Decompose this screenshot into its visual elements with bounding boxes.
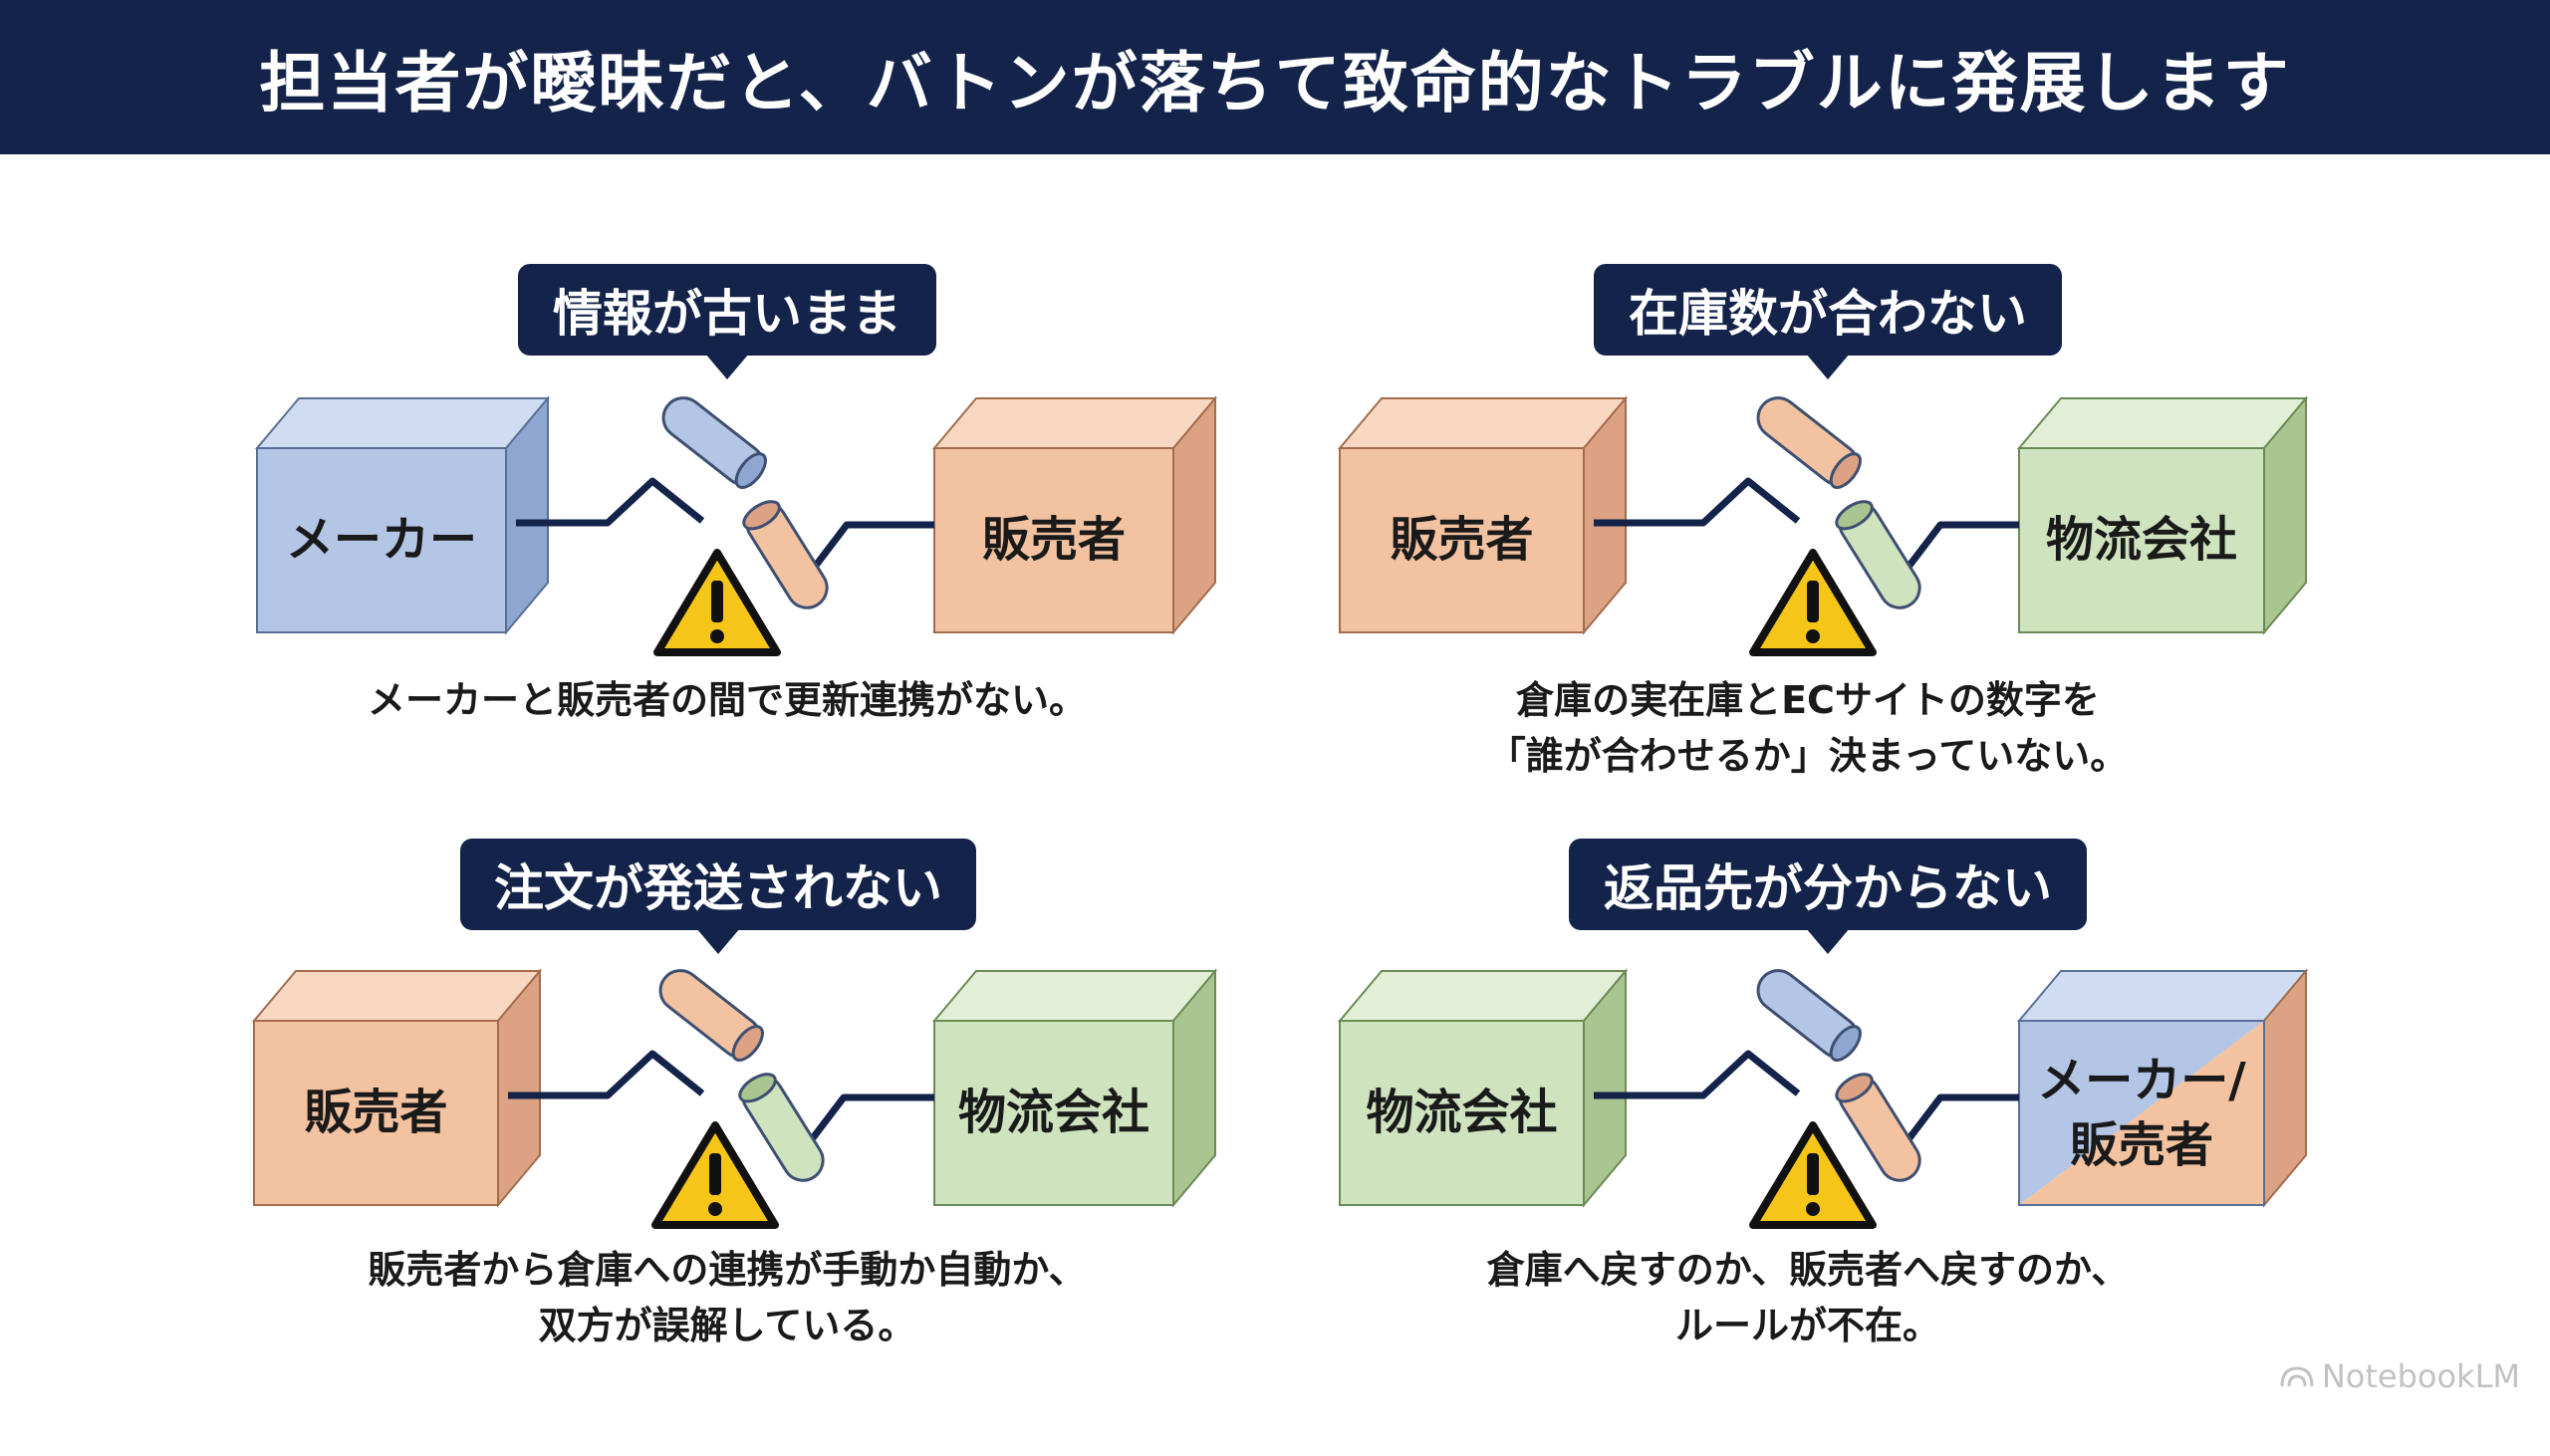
baton-2 (742, 500, 829, 609)
panel-caption: 販売者から倉庫への連携が手動か自動か、 双方が誤解している。 (368, 1248, 1087, 1347)
left-box-label: 物流会社 (1366, 1085, 1558, 1141)
warning-icon (1749, 549, 1877, 656)
callout-label: 在庫数が合わない (1594, 264, 2062, 379)
broken-link-left (516, 477, 705, 527)
left-box (1337, 968, 1629, 1208)
panel-order-not-shipped: 注文が発送されない 販売者 物流会社 販売者から倉庫への連携が手 (179, 839, 1275, 1456)
warning-icon (1749, 1121, 1877, 1229)
baton-1 (1756, 396, 1862, 489)
right-box-split (2016, 968, 2309, 1208)
broken-link-left (1594, 477, 1801, 527)
broken-link-right (806, 1093, 934, 1146)
broken-link-right (809, 521, 934, 574)
right-box-label: 物流会社 (957, 1085, 1149, 1141)
callout-label: 注文が発送されない (460, 839, 976, 954)
right-box-label: 販売者 (981, 512, 1126, 569)
baton-1 (658, 969, 764, 1062)
warning-icon (651, 1121, 779, 1229)
right-box-label: メーカー/ 販売者 (2037, 1052, 2246, 1173)
baton-2 (1835, 500, 1921, 609)
broken-link-right (1903, 1093, 2019, 1146)
right-box-label: 物流会社 (2045, 512, 2237, 569)
callout-label: 返品先が分からない (1569, 839, 2087, 954)
handoff-diagram (251, 968, 1218, 1229)
broken-link-left (1594, 1050, 1801, 1099)
broken-link-right (1903, 521, 2019, 574)
warning-icon (653, 549, 781, 656)
panel-return-destination-unknown: 返品先が分からない 物流会社 メーカー/ (1260, 839, 2356, 1456)
panel-outdated-info: 情報が古いまま メーカー 販売者 メーカーと販売者の間で更新連携 (179, 264, 1275, 881)
panel-caption: 倉庫の実在庫とECサイトの数字を 「誰が合わせるか」決まっていない。 (1487, 678, 2129, 778)
left-box-label: 販売者 (304, 1085, 448, 1141)
right-box (931, 968, 1218, 1208)
watermark: NotebookLM (2280, 1357, 2520, 1395)
handoff-diagram (1337, 395, 2309, 656)
baton-1 (1756, 969, 1862, 1062)
panel-inventory-mismatch: 在庫数が合わない 販売者 物流会社 倉庫の実在庫とECサイトの数 (1260, 264, 2356, 881)
right-box (2016, 395, 2309, 635)
page-title: 担当者が曖昧だと、バトンが落ちて致命的なトラブルに発展します (0, 0, 2550, 154)
callout-label: 情報が古いまま (518, 264, 936, 379)
left-box (254, 395, 551, 635)
panel-caption: メーカーと販売者の間で更新連携がない。 (367, 678, 1087, 722)
left-box-label: メーカー (285, 512, 477, 569)
left-box (1337, 395, 1629, 635)
broken-link-left (508, 1050, 705, 1099)
right-box (931, 395, 1218, 635)
left-box (251, 968, 543, 1208)
notebooklm-logo-icon (2280, 1366, 2314, 1387)
baton-2 (1835, 1073, 1921, 1182)
panel-caption: 倉庫へ戻すのか、販売者へ戻すのか、 ルールが不在。 (1486, 1248, 2130, 1347)
handoff-diagram (1337, 968, 2309, 1229)
baton-1 (661, 396, 767, 489)
left-box-label: 販売者 (1390, 512, 1534, 569)
handoff-diagram (254, 395, 1218, 656)
baton-2 (738, 1073, 825, 1182)
